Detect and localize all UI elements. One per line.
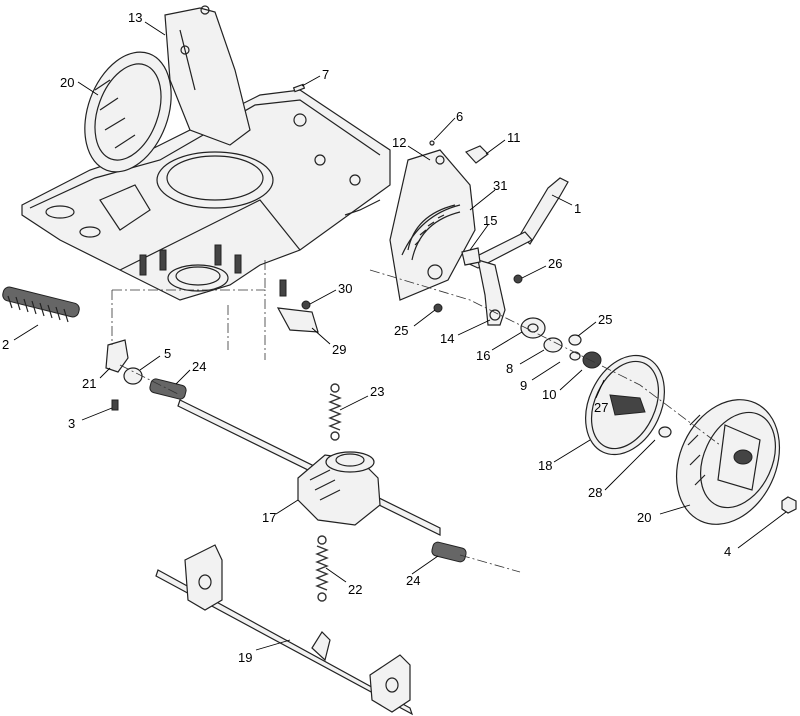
callout-7: 7 xyxy=(322,67,329,82)
pin xyxy=(292,83,306,93)
callout-2: 2 xyxy=(2,337,9,352)
callout-27: 27 xyxy=(594,400,608,415)
extension-spring xyxy=(328,383,342,441)
callout-25: 25 xyxy=(394,323,408,338)
callout-29: 29 xyxy=(332,342,346,357)
bolt xyxy=(301,300,311,310)
nut xyxy=(781,496,797,514)
callout-19: 19 xyxy=(238,650,252,665)
front-wheel xyxy=(675,399,781,525)
callout-10: 10 xyxy=(542,387,556,402)
axle-spring xyxy=(149,378,187,400)
callout-6: 6 xyxy=(456,109,463,124)
callout-13: 13 xyxy=(128,10,142,25)
callout-25: 25 xyxy=(598,312,612,327)
callout-17: 17 xyxy=(262,510,276,525)
callout-28: 28 xyxy=(588,485,602,500)
callout-18: 18 xyxy=(538,458,552,473)
bumper xyxy=(276,307,319,333)
handle-lever xyxy=(463,177,569,269)
front-axle xyxy=(155,544,414,716)
bearing-stack xyxy=(520,317,610,379)
drive-axle xyxy=(177,399,441,536)
callout-24: 24 xyxy=(406,573,420,588)
callout-11: 11 xyxy=(507,130,521,145)
wheel-gear xyxy=(585,354,665,456)
callout-20: 20 xyxy=(60,75,74,90)
callout-15: 15 xyxy=(483,213,497,228)
callout-30: 30 xyxy=(338,281,352,296)
leader-lines xyxy=(13,21,787,651)
bushing xyxy=(123,367,143,385)
bracket xyxy=(105,339,129,373)
height-adjust-bracket xyxy=(164,5,251,146)
callout-5: 5 xyxy=(164,346,171,361)
callout-3: 3 xyxy=(68,416,75,431)
washer xyxy=(658,426,672,438)
callout-20: 20 xyxy=(637,510,651,525)
callout-22: 22 xyxy=(348,582,362,597)
drive-spring xyxy=(2,286,80,323)
callout-1: 1 xyxy=(574,201,581,216)
callout-9: 9 xyxy=(520,378,527,393)
bolt xyxy=(433,303,443,313)
callout-8: 8 xyxy=(506,361,513,376)
transmission xyxy=(297,451,381,526)
callout-14: 14 xyxy=(440,331,454,346)
callout-23: 23 xyxy=(370,384,384,399)
extension-spring xyxy=(315,535,329,602)
axle-spring xyxy=(431,541,467,563)
mower-deck xyxy=(21,89,391,301)
callout-12: 12 xyxy=(392,135,406,150)
callout-24: 24 xyxy=(192,359,206,374)
assembly-lines xyxy=(111,260,721,573)
callout-26: 26 xyxy=(548,256,562,271)
rear-wheel xyxy=(84,51,172,173)
callout-labels: 13 20 7 6 11 12 31 1 15 26 2 30 25 25 14… xyxy=(2,10,731,665)
pin xyxy=(429,140,435,146)
callout-16: 16 xyxy=(476,348,490,363)
bolt xyxy=(513,274,523,284)
callout-21: 21 xyxy=(82,376,96,391)
lever-arm xyxy=(461,247,506,326)
adjuster-ring xyxy=(407,204,461,261)
bolt xyxy=(111,399,119,411)
callout-31: 31 xyxy=(493,178,507,193)
callout-4: 4 xyxy=(724,544,731,559)
clip xyxy=(464,145,489,164)
